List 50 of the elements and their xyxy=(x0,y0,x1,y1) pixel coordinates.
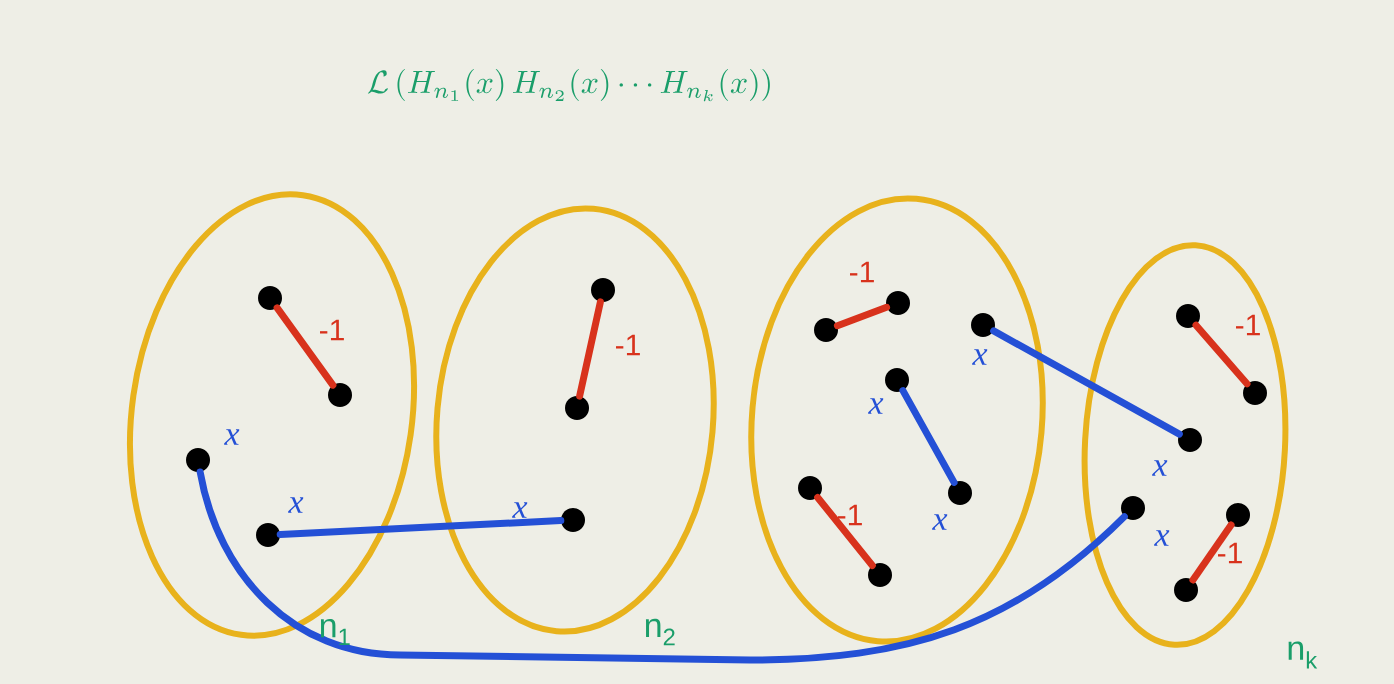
vertex-dot xyxy=(328,383,352,407)
edge-label: -1 xyxy=(850,261,874,283)
connector-line xyxy=(1192,321,1251,388)
variable-label: x xyxy=(1154,530,1170,546)
variable-label: x xyxy=(932,514,948,530)
vertex-dot xyxy=(1243,381,1267,405)
vertex-dot xyxy=(565,396,589,420)
connector-line xyxy=(196,468,1128,664)
connector-line xyxy=(273,304,337,389)
connector-line xyxy=(899,387,958,486)
vertex-dot xyxy=(258,286,282,310)
variable-label: x xyxy=(1152,460,1168,476)
connector-line xyxy=(833,303,891,330)
ellipse-outline xyxy=(748,195,1046,645)
variable-label: x xyxy=(972,349,988,365)
connector-line xyxy=(1189,521,1235,584)
vertex-dot xyxy=(814,318,838,342)
edge-label: -1 xyxy=(320,319,344,341)
variable-label: x xyxy=(512,502,528,518)
group-label: n$_{1}$ xyxy=(320,618,350,646)
vertex-dot xyxy=(256,523,280,547)
vertex-dot xyxy=(971,313,995,337)
vertex-dot xyxy=(868,563,892,587)
vertex-dot xyxy=(798,476,822,500)
edge-label: -1 xyxy=(1218,542,1242,564)
formula-title: $\mathcal{L}\left(H_{n_1}(x)\,H_{n_2}(x)\cdots H_{n_k}(x)\right)$ xyxy=(367,68,770,102)
vertex-dot xyxy=(591,278,615,302)
vertex-dot xyxy=(1178,428,1202,452)
connector-line xyxy=(990,327,1183,438)
variable-label: x xyxy=(224,429,240,445)
ellipse-outline xyxy=(1081,242,1289,648)
edge-label: -1 xyxy=(1236,314,1260,336)
connector-line xyxy=(276,517,565,538)
vertex-dot xyxy=(1121,496,1145,520)
vertex-dot xyxy=(1174,578,1198,602)
edge-label: -1 xyxy=(616,334,640,356)
edge-label: -1 xyxy=(838,504,862,526)
connector-line xyxy=(576,298,604,400)
group-label: n$_{k}$ xyxy=(1288,641,1318,669)
vertex-dot xyxy=(886,291,910,315)
vertex-dot xyxy=(561,508,585,532)
vertex-dot xyxy=(186,448,210,472)
variable-label: x xyxy=(868,398,884,414)
vertex-dot xyxy=(948,481,972,505)
vertex-dot xyxy=(1176,304,1200,328)
variable-label: x xyxy=(288,497,304,513)
vertex-dot xyxy=(1226,503,1250,527)
group-label: n$_{2}$ xyxy=(645,618,675,646)
vertex-dot xyxy=(885,368,909,392)
connector-line xyxy=(814,494,876,569)
